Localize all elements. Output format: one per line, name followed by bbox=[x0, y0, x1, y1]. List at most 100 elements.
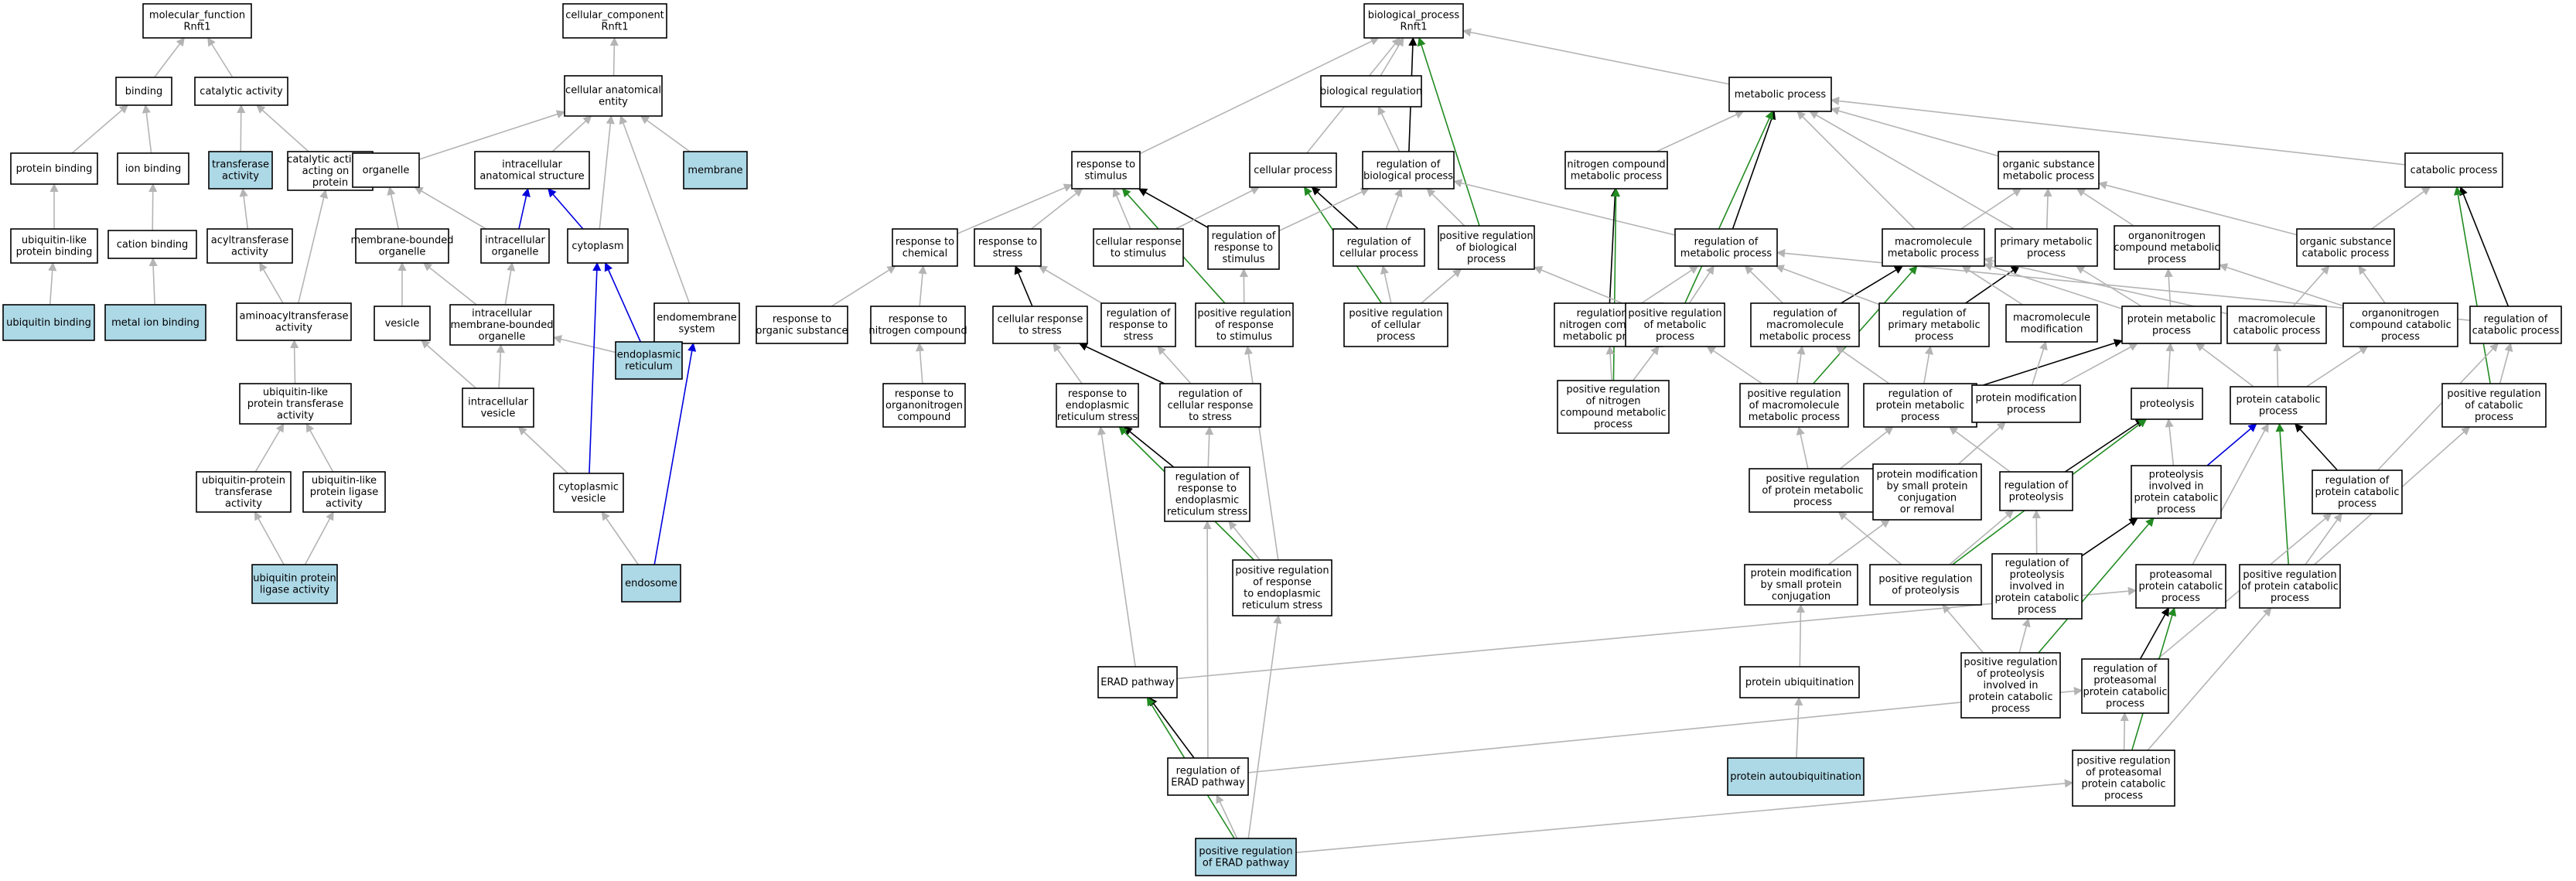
go-term-proteolysis[interactable]: proteolysis bbox=[2131, 388, 2203, 420]
go-term-catalytic[interactable]: catalytic activity bbox=[194, 77, 288, 106]
go-term-prot-autoubiq[interactable]: protein autoubiquitination bbox=[1727, 757, 1865, 796]
go-term-metalion[interactable]: metal ion binding bbox=[104, 304, 206, 341]
edge-reg_erad-to-reg_pa_catab bbox=[1247, 686, 2083, 773]
go-term-vesicle[interactable]: vesicle bbox=[374, 306, 431, 341]
go-term-bioreg[interactable]: biological regulation bbox=[1320, 75, 1422, 108]
go-term-endosome[interactable]: endosome bbox=[621, 564, 681, 603]
go-term-ionbind[interactable]: ion binding bbox=[117, 152, 189, 185]
term-label: metal ion binding bbox=[111, 317, 200, 329]
term-label: regulation of bbox=[1107, 308, 1171, 319]
go-term-cytoplasm[interactable]: cytoplasm bbox=[567, 228, 629, 264]
go-term-organelle[interactable]: organelle bbox=[352, 152, 420, 188]
term-label: biological process bbox=[1363, 171, 1453, 183]
go-term-membrane[interactable]: membrane bbox=[683, 151, 748, 190]
term-label: organonitrogen bbox=[2362, 308, 2439, 319]
go-term-prot-ubiq[interactable]: protein ubiquitination bbox=[1739, 666, 1860, 698]
go-term-ubq-bind[interactable]: ubiquitin binding bbox=[2, 304, 95, 341]
go-term-catab[interactable]: catabolic process bbox=[2404, 152, 2503, 188]
go-term-metab[interactable]: metabolic process bbox=[1728, 77, 1832, 112]
go-term-binding[interactable]: binding bbox=[115, 77, 172, 106]
go-term-erad[interactable]: ERAD pathway bbox=[1097, 666, 1178, 698]
go-term-cellproc[interactable]: cellular process bbox=[1249, 152, 1337, 188]
go-term-cation[interactable]: cation binding bbox=[107, 230, 197, 259]
go-term-protbind[interactable]: protein binding bbox=[10, 152, 98, 185]
